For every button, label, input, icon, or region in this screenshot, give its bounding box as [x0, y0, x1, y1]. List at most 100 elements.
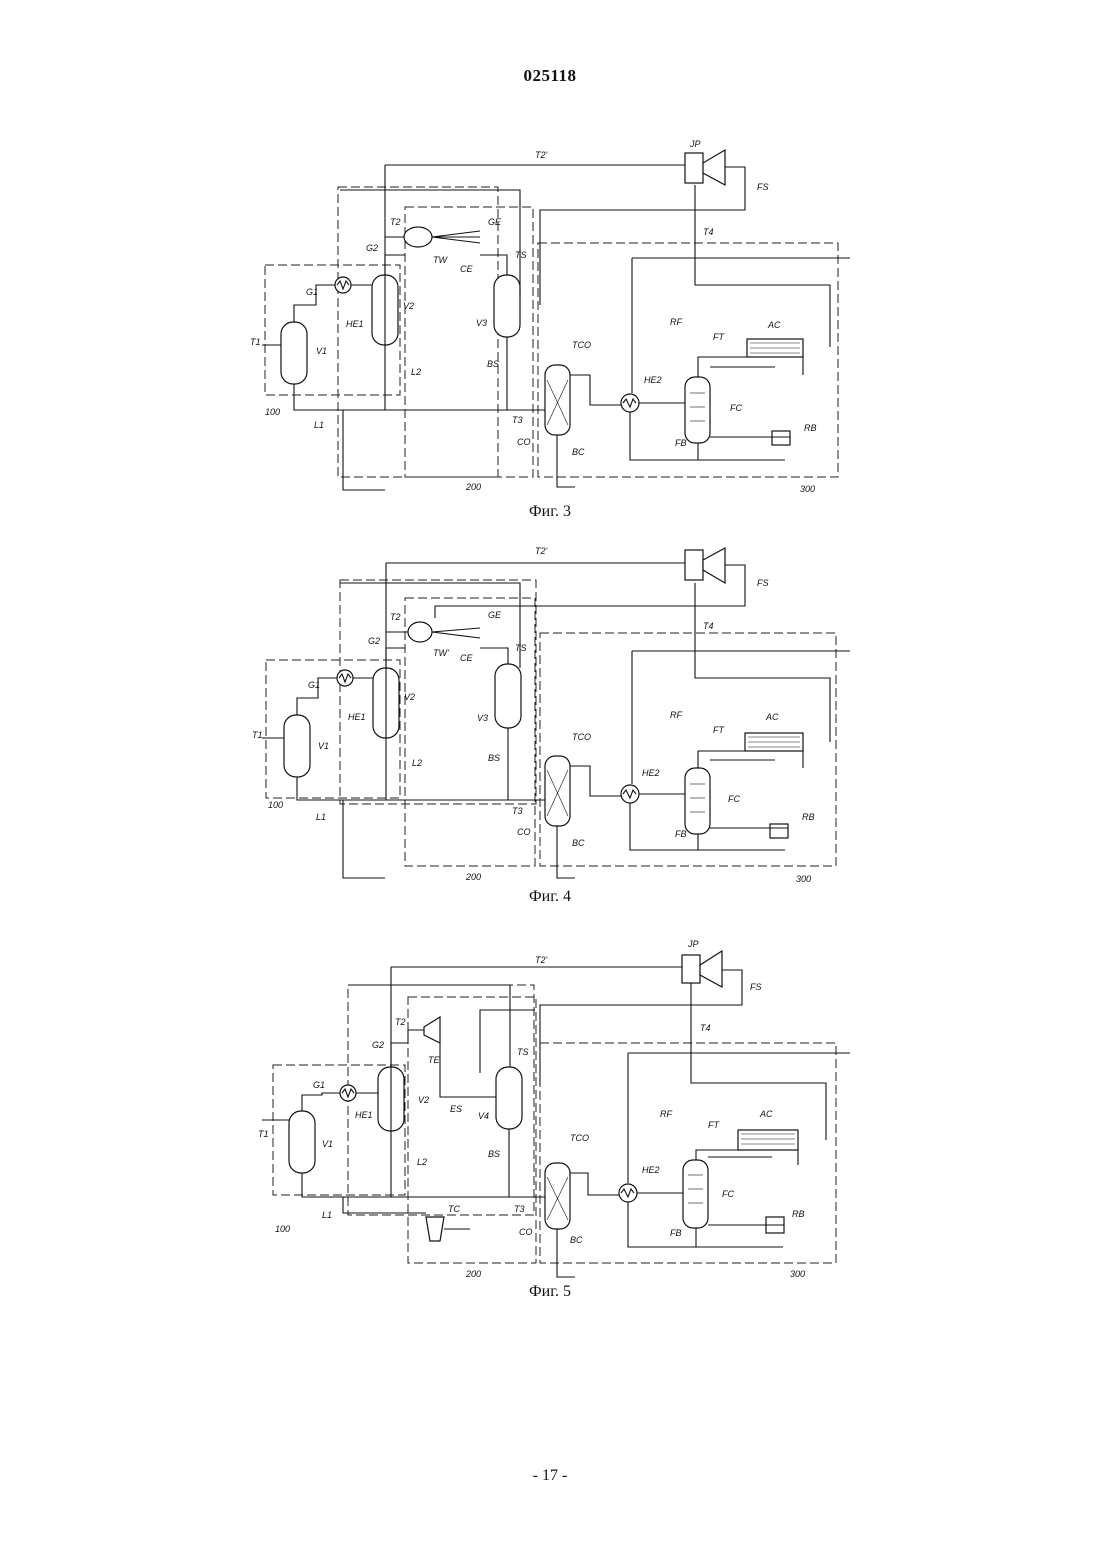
label-l2: L2	[411, 367, 421, 377]
label-g2: G2	[368, 636, 380, 646]
label-l1: L1	[314, 420, 324, 430]
label-fb: FB	[670, 1228, 682, 1238]
label-tco: TCO	[570, 1133, 589, 1143]
label-fc: FC	[728, 794, 740, 804]
twister-tw	[404, 227, 432, 247]
label-bs: BS	[488, 753, 500, 763]
label-l2: L2	[412, 758, 422, 768]
label-te: TE	[428, 1055, 440, 1065]
label-bc: BC	[570, 1235, 583, 1245]
unit-box-300	[540, 1043, 836, 1263]
label-co: CO	[517, 827, 531, 837]
label-he2: HE2	[642, 768, 660, 778]
label-ft: FT	[708, 1120, 720, 1130]
label-he2: HE2	[642, 1165, 660, 1175]
jet-pump	[685, 550, 703, 580]
label-fs: FS	[750, 982, 762, 992]
column-co	[545, 365, 570, 435]
label-bc: BC	[572, 447, 585, 457]
figure-caption: Фиг. 5	[0, 1283, 1100, 1301]
label-v3: V3	[476, 318, 487, 328]
label-es: ES	[450, 1104, 462, 1114]
label-t2: T2	[395, 1017, 406, 1027]
reboiler-rb	[770, 824, 788, 838]
column-co	[545, 756, 570, 826]
process-diagram-fig4: T2' FS T2 GE T4 G2 TW' CE TS G1 HE1 V2 V…	[0, 538, 1100, 908]
label-t4: T4	[703, 621, 714, 631]
label-jp: JP	[689, 139, 701, 149]
label-ge: GE	[488, 610, 502, 620]
label-he1: HE1	[346, 319, 364, 329]
document-number: 025118	[0, 66, 1100, 86]
label-t2p: T2'	[535, 150, 548, 160]
label-bs: BS	[488, 1149, 500, 1159]
label-fc: FC	[730, 403, 742, 413]
label-rb: RB	[792, 1209, 805, 1219]
label-ac: AC	[767, 320, 781, 330]
label-jp: JP	[687, 939, 699, 949]
vessel-v1	[289, 1111, 315, 1173]
heat-exchanger-he2	[621, 785, 639, 803]
jet-pump-jp	[682, 955, 700, 983]
label-v1: V1	[318, 741, 329, 751]
label-t1: T1	[252, 730, 263, 740]
page-number: - 17 -	[0, 1467, 1100, 1485]
figure-caption: Фиг. 4	[0, 888, 1100, 906]
label-bs: BS	[487, 359, 499, 369]
jet-pump-jp	[685, 153, 703, 183]
label-v2: V2	[404, 692, 415, 702]
process-diagram-fig3: T2' JP FS T2 GE T4 G2 TW CE TS G1 HE1 V2…	[0, 135, 1100, 525]
vessel-v4	[496, 1067, 522, 1129]
label-ts: TS	[515, 250, 527, 260]
label-v1: V1	[316, 346, 327, 356]
label-tw: TW'	[433, 648, 449, 658]
label-rb: RB	[804, 423, 817, 433]
label-300: 300	[790, 1269, 805, 1279]
label-300: 300	[800, 484, 815, 494]
label-l2: L2	[417, 1157, 427, 1167]
label-ts: TS	[517, 1047, 529, 1057]
label-ce: CE	[460, 653, 473, 663]
label-t2: T2	[390, 217, 401, 227]
label-g1: G1	[308, 680, 320, 690]
label-tco: TCO	[572, 340, 591, 350]
turbo-expander-te	[424, 1017, 440, 1043]
label-tw: TW	[433, 255, 448, 265]
label-tco: TCO	[572, 732, 591, 742]
label-fb: FB	[675, 829, 687, 839]
label-ce: CE	[460, 264, 473, 274]
label-tc: TC	[448, 1204, 460, 1214]
figure-3: T2' JP FS T2 GE T4 G2 TW CE TS G1 HE1 V2…	[0, 135, 1100, 525]
label-he1: HE1	[355, 1110, 373, 1120]
column-fc	[683, 1160, 708, 1228]
label-ge: GE	[488, 217, 502, 227]
label-l1: L1	[322, 1210, 332, 1220]
label-ac: AC	[759, 1109, 773, 1119]
figure-caption: Фиг. 3	[0, 503, 1100, 521]
vessel-v3	[494, 275, 520, 337]
label-t1: T1	[258, 1129, 269, 1139]
label-co: CO	[519, 1227, 533, 1237]
label-g2: G2	[366, 243, 378, 253]
column-fc	[685, 768, 710, 834]
label-v3: V3	[477, 713, 488, 723]
label-ft: FT	[713, 332, 725, 342]
label-t4: T4	[703, 227, 714, 237]
column-fc	[685, 377, 710, 443]
column-co	[545, 1163, 570, 1229]
air-cooler-ac	[738, 1130, 798, 1150]
label-t3: T3	[512, 806, 523, 816]
unit-box-300	[538, 243, 838, 477]
heat-exchanger-he2	[619, 1184, 637, 1202]
vessel-v1	[284, 715, 310, 777]
label-v2: V2	[418, 1095, 429, 1105]
label-t3: T3	[512, 415, 523, 425]
figure-4: T2' FS T2 GE T4 G2 TW' CE TS G1 HE1 V2 V…	[0, 538, 1100, 908]
vessel-v1	[281, 322, 307, 384]
label-co: CO	[517, 437, 531, 447]
label-300: 300	[796, 874, 811, 884]
label-v2: V2	[403, 301, 414, 311]
label-t2p: T2'	[535, 955, 548, 965]
label-bc: BC	[572, 838, 585, 848]
label-l1: L1	[316, 812, 326, 822]
